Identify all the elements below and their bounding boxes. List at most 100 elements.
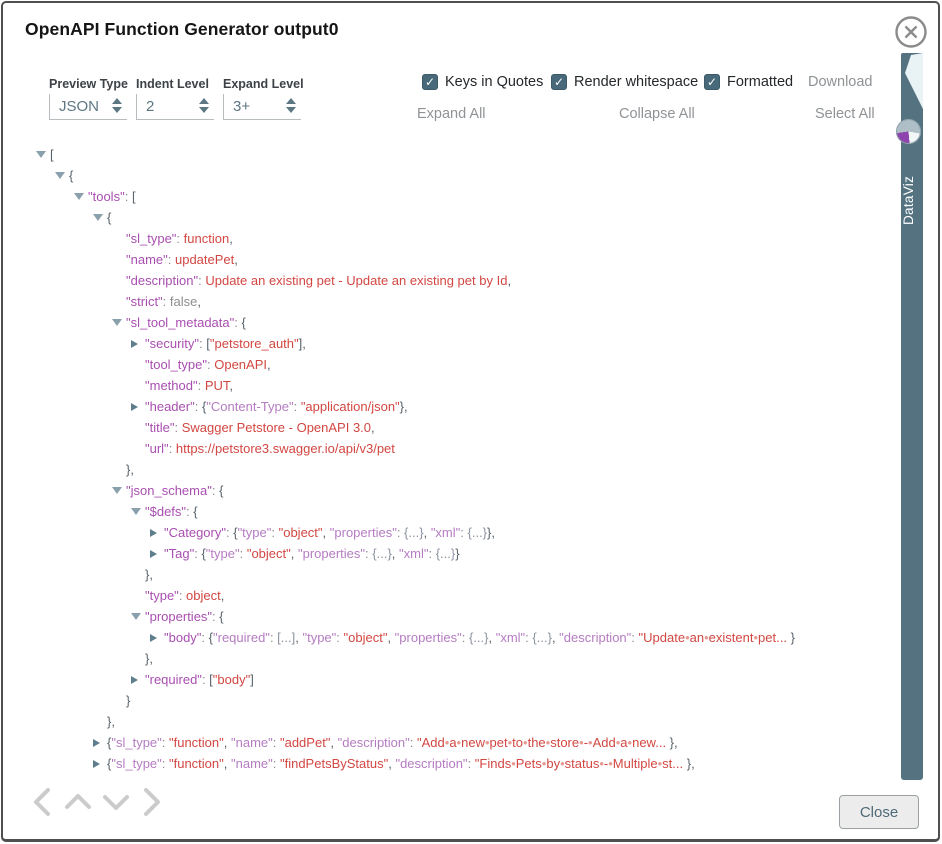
json-segment-s: OpenAPI	[214, 357, 267, 372]
json-segment-b: }	[399, 399, 405, 414]
json-segment-c: :	[336, 630, 344, 645]
expand-all-link[interactable]: Expand All	[417, 106, 486, 122]
expand-node-icon[interactable]	[93, 732, 107, 753]
json-segment-c: :	[272, 735, 280, 750]
record-navigation	[29, 784, 165, 820]
json-segment-c: :	[186, 504, 194, 519]
collapse-node-icon[interactable]	[131, 606, 145, 627]
checkbox-check-icon: ✓	[553, 75, 565, 89]
preview-type-label: Preview Type	[49, 77, 128, 91]
next-record-icon[interactable]	[139, 784, 165, 820]
tree-row: "title": Swagger Petstore - OpenAPI 3.0,	[3, 417, 897, 438]
json-segment-k2: "required"	[213, 630, 270, 645]
collapse-all-link[interactable]: Collapse All	[619, 106, 695, 122]
tree-row: "Tag": {"type": "object", "properties": …	[3, 543, 897, 564]
collapse-node-icon[interactable]	[74, 186, 88, 207]
whitespace-dot: •	[560, 756, 565, 771]
json-segment-k2: "description"	[337, 735, 410, 750]
tree-row: {"sl_type": "function", "name": "findPet…	[3, 753, 897, 774]
close-button[interactable]: Close	[839, 795, 919, 829]
json-segment-c: :	[409, 735, 417, 750]
json-segment-c: :	[162, 294, 170, 309]
spinner-arrows-icon[interactable]	[112, 98, 122, 113]
expand-node-icon[interactable]	[131, 396, 145, 417]
json-segment-k2: "xml"	[495, 630, 526, 645]
close-icon[interactable]	[894, 15, 928, 49]
json-segment-k: "type"	[145, 588, 179, 603]
json-segment-k2: "Content-Type"	[206, 399, 294, 414]
pie-chart-icon	[896, 119, 921, 144]
expand-level-value: 3+	[233, 98, 251, 115]
json-segment-s: "findPetsByStatus"	[279, 756, 389, 771]
tree-row: "type": object,	[3, 585, 897, 606]
json-segment-s: "application/json"	[300, 399, 400, 414]
json-segment-p: ,	[290, 546, 298, 561]
tree-row: "json_schema": {	[3, 480, 897, 501]
tree-row: "url": https://petstore3.swagger.io/api/…	[3, 438, 897, 459]
expand-node-icon[interactable]	[131, 669, 145, 690]
expand-node-icon[interactable]	[150, 543, 164, 564]
json-segment-c: :	[269, 630, 278, 645]
json-segment-b: },	[145, 567, 153, 582]
down-record-icon[interactable]	[101, 784, 131, 820]
json-segment-c: :	[201, 672, 210, 687]
json-segment-c: :	[161, 735, 169, 750]
collapse-node-icon[interactable]	[36, 144, 50, 165]
json-segment-k: "json_schema"	[126, 483, 212, 498]
json-segment-b: },	[666, 735, 678, 750]
dataviz-tab[interactable]: DataViz	[896, 53, 923, 780]
keys-in-quotes-checkbox[interactable]: ✓	[422, 74, 438, 90]
json-segment-c: :	[271, 525, 279, 540]
expand-node-icon[interactable]	[93, 753, 107, 774]
select-all-link[interactable]: Select All	[815, 106, 875, 122]
expand-node-icon[interactable]	[150, 627, 164, 648]
whitespace-dot: •	[484, 735, 490, 750]
indent-level-label: Indent Level	[136, 77, 209, 91]
tree-row: "strict": false,	[3, 291, 897, 312]
json-segment-d: {...}	[435, 546, 456, 561]
json-segment-s: https://petstore3.swagger.io/api/v3/pet	[175, 441, 395, 456]
checkbox-check-icon: ✓	[424, 75, 436, 89]
json-segment-c: :	[467, 756, 475, 771]
json-segment-k: "name"	[126, 252, 168, 267]
json-segment-p: ,	[223, 735, 231, 750]
collapse-node-icon[interactable]	[131, 501, 145, 522]
tree-row: "Category": {"type": "object", "properti…	[3, 522, 897, 543]
spinner-arrows-icon[interactable]	[286, 98, 296, 113]
json-segment-s: "object"	[343, 630, 388, 645]
preview-type-select[interactable]: JSON	[49, 94, 127, 120]
formatted-checkbox[interactable]: ✓	[704, 74, 720, 90]
prev-record-icon[interactable]	[29, 784, 55, 820]
collapse-node-icon[interactable]	[112, 480, 126, 501]
download-link[interactable]: Download	[808, 74, 873, 90]
collapse-node-icon[interactable]	[112, 312, 126, 333]
collapse-node-icon[interactable]	[55, 165, 69, 186]
json-segment-c: :	[239, 546, 247, 561]
json-segment-k2: "name"	[231, 735, 273, 750]
whitespace-dot: •	[523, 735, 528, 750]
json-segment-c: :	[211, 483, 220, 498]
json-segment-p: ,	[488, 630, 496, 645]
json-segment-s: PUT	[204, 378, 230, 393]
formatted-label: Formatted	[727, 74, 794, 90]
indent-level-select[interactable]: 2	[136, 94, 214, 120]
up-record-icon[interactable]	[63, 784, 93, 820]
json-segment-k2: "name"	[231, 756, 273, 771]
json-segment-c: :	[225, 525, 234, 540]
whitespace-dot: •	[608, 756, 613, 771]
expand-node-icon[interactable]	[131, 333, 145, 354]
json-segment-p: ,	[302, 336, 306, 351]
json-segment-b: {	[208, 630, 213, 645]
json-segment-d: {...}	[468, 630, 489, 645]
json-segment-c: :	[525, 630, 533, 645]
spinner-arrows-icon[interactable]	[199, 98, 209, 113]
expand-level-select[interactable]: 3+	[223, 94, 301, 120]
collapse-node-icon[interactable]	[93, 207, 107, 228]
tree-row: "properties": {	[3, 606, 897, 627]
expand-node-icon[interactable]	[150, 522, 164, 543]
render-whitespace-checkbox[interactable]: ✓	[551, 74, 567, 90]
json-segment-b: {	[219, 609, 224, 624]
json-segment-c: :	[168, 441, 176, 456]
json-segment-k2: "description"	[559, 630, 632, 645]
